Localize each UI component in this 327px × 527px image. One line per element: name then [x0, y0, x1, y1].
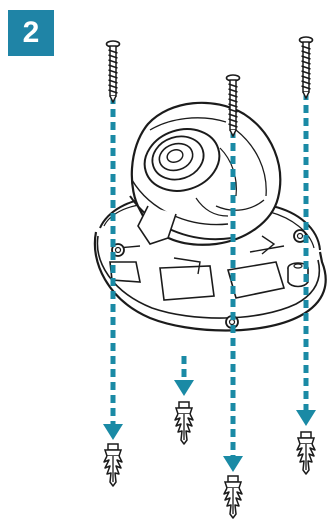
- screw-icon: [298, 36, 314, 99]
- alignment-arrows: [103, 92, 316, 472]
- left-guide-arrow-head: [103, 424, 123, 440]
- right-guide-arrow-head: [296, 410, 316, 426]
- wall-anchor-icon: [223, 475, 243, 519]
- wall-anchor-icon: [103, 443, 123, 487]
- wall-anchor-icon: [174, 401, 194, 445]
- dome-camera-icon: [93, 101, 327, 332]
- step-number: 2: [22, 16, 40, 49]
- step-badge-background: [8, 10, 54, 56]
- screw-icon: [105, 40, 121, 103]
- center-guide-arrow-head: [223, 456, 243, 472]
- step-number-badge: 2: [8, 10, 54, 56]
- wall-anchor-icon: [296, 431, 316, 475]
- mid-guide-arrow-head: [174, 380, 194, 396]
